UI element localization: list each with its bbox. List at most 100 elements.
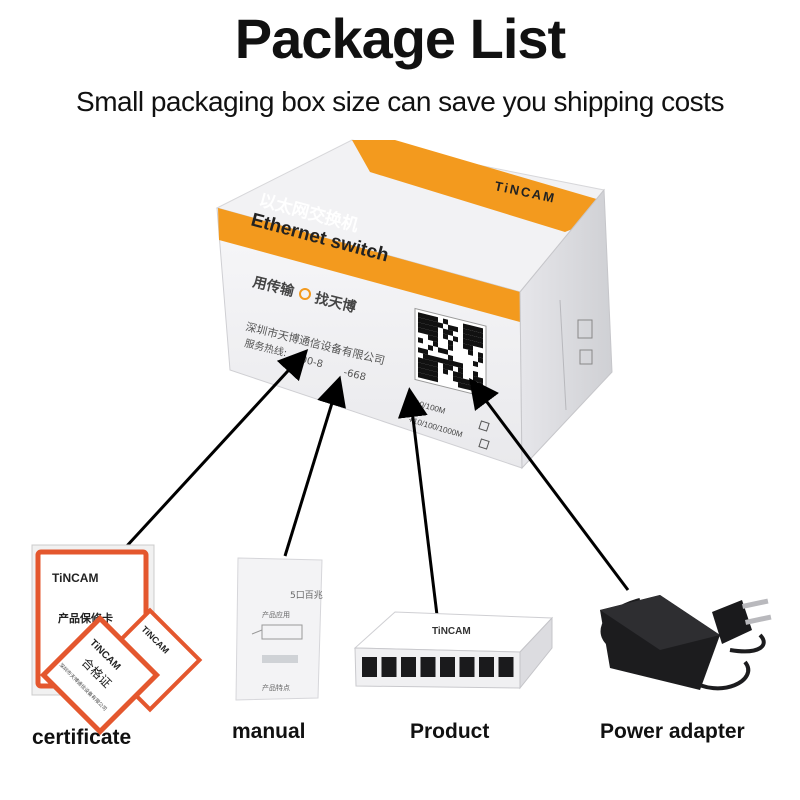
qr-module — [438, 347, 443, 354]
qr-module — [453, 360, 458, 368]
qr-module — [428, 344, 433, 351]
qr-module — [428, 369, 433, 376]
checkbox-1000m — [478, 438, 490, 450]
ethernet-port — [362, 657, 377, 677]
qr-module — [473, 340, 478, 348]
power-adapter-item — [600, 595, 772, 691]
qr-module — [433, 330, 438, 338]
qr-module — [433, 315, 438, 323]
qr-module — [443, 363, 448, 370]
arrow-to-manual — [283, 375, 346, 557]
ethernet-port — [420, 657, 436, 677]
arrow-to-power — [469, 378, 630, 591]
pointer-arrows — [123, 348, 630, 616]
qr-module — [448, 364, 453, 371]
qr-module — [423, 348, 428, 355]
switch-ports — [362, 657, 514, 677]
manual-booklet — [235, 557, 323, 701]
qr-module — [468, 344, 473, 351]
qr-module — [423, 313, 428, 320]
box-front-orange-stripe — [218, 208, 520, 322]
qr-module — [443, 368, 448, 375]
qr-module — [478, 332, 483, 339]
qr-module — [463, 323, 468, 330]
qr-module — [468, 334, 473, 341]
qr-module — [428, 319, 433, 326]
switch-front — [354, 647, 521, 689]
qr-module — [468, 349, 473, 356]
qr-module — [448, 354, 453, 361]
qr-module — [423, 318, 428, 325]
qr-module — [423, 328, 428, 335]
adapter-plug — [712, 600, 752, 644]
qr-module — [443, 318, 448, 325]
qr-module — [473, 325, 478, 333]
qr-module — [443, 348, 448, 355]
qr-module — [418, 372, 423, 379]
qr-module — [433, 370, 438, 378]
box-hotline-tail: -668 — [342, 367, 367, 383]
manual-label: manual — [232, 720, 306, 743]
qr-module — [458, 377, 463, 384]
qr-module — [473, 360, 478, 368]
qr-module — [478, 352, 483, 359]
qr-module — [438, 357, 443, 364]
manual-section-apps: 产品应用 — [262, 610, 290, 619]
qr-module — [433, 340, 438, 348]
qr-module — [423, 323, 428, 330]
ethernet-port — [401, 657, 416, 677]
qr-module — [463, 333, 468, 340]
qr-module — [478, 327, 483, 334]
qr-module — [453, 335, 458, 343]
qr-module — [418, 312, 423, 319]
qr-module — [423, 363, 428, 370]
qr-module — [443, 328, 448, 335]
checkbox-100m — [478, 420, 490, 432]
warranty-card-brand: TiNCAM — [52, 571, 98, 585]
qr-module — [478, 357, 483, 364]
qc-tag-front — [39, 614, 161, 736]
qr-module — [418, 337, 423, 344]
qr-module — [433, 360, 438, 368]
qr-module — [428, 314, 433, 321]
qr-module — [418, 317, 423, 324]
qr-module — [458, 367, 463, 374]
arrow-to-certificate — [123, 348, 309, 550]
qr-module — [423, 353, 428, 360]
qr-module — [443, 333, 448, 340]
qr-module — [448, 324, 453, 331]
qr-module — [453, 370, 458, 378]
qr-module — [428, 334, 433, 341]
product-label: Product — [410, 720, 490, 743]
qr-module — [473, 335, 478, 343]
qr-module — [423, 358, 428, 365]
qr-module — [458, 372, 463, 379]
adapter-coil — [688, 660, 751, 691]
manual-heading: 5口百兆 — [290, 590, 323, 601]
qr-module — [478, 337, 483, 344]
qr-module — [433, 365, 438, 373]
plug-prong-2 — [745, 614, 772, 625]
qr-module — [433, 320, 438, 328]
qr-module — [468, 324, 473, 331]
box-side — [519, 188, 613, 470]
ethernet-port — [479, 657, 494, 677]
qr-module — [468, 339, 473, 346]
arrow-to-product — [397, 387, 439, 616]
qr-module — [448, 344, 453, 351]
qr-module — [428, 329, 433, 336]
qr-module — [443, 358, 448, 365]
qr-module — [428, 324, 433, 331]
qr-module — [418, 347, 423, 354]
qr-module — [473, 330, 478, 338]
qr-module — [433, 325, 438, 333]
box-top-orange-band — [352, 140, 600, 232]
shipping-box — [215, 139, 613, 470]
qr-module — [463, 328, 468, 335]
switch-brand: TiNCAM — [432, 626, 471, 637]
qr-module — [418, 367, 423, 374]
qr-module — [463, 343, 468, 350]
qr-module — [433, 355, 438, 363]
page-subtitle: Small packaging box size can save you sh… — [76, 86, 724, 117]
switch-side — [519, 616, 553, 690]
